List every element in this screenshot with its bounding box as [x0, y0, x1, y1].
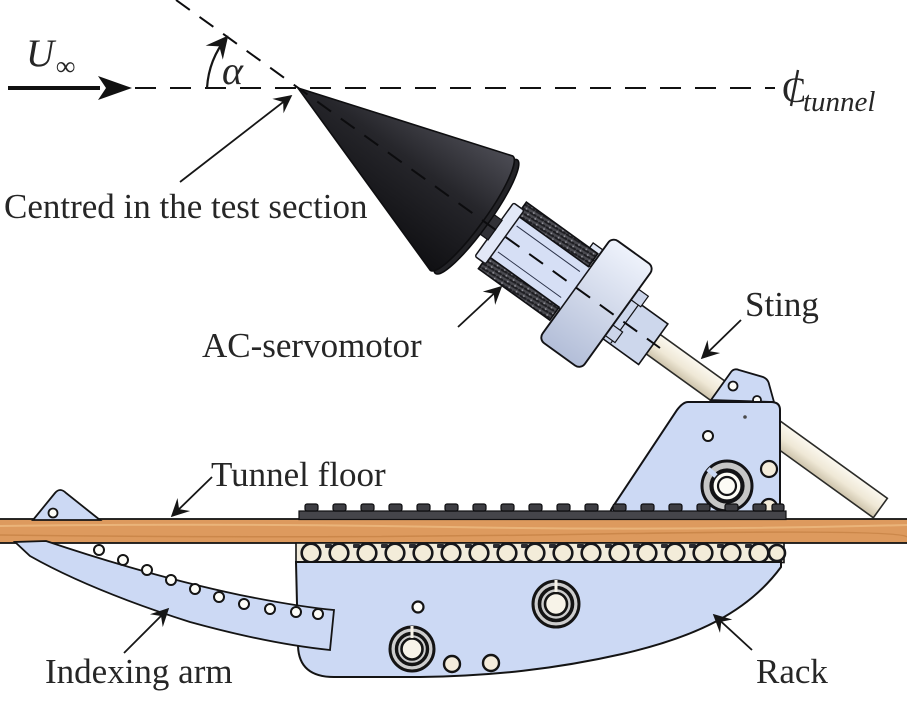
rack-upper-plate [609, 401, 781, 518]
indexing-arm [12, 540, 335, 651]
model-axis-centerline [175, 0, 661, 349]
rack-label: Rack [756, 652, 828, 691]
indexing-arm-holes [93, 544, 324, 620]
rack-lower-bearing-1 [531, 579, 581, 629]
tunnel-floor [0, 518, 907, 544]
centred-note-label: Centred in the test section [4, 187, 368, 226]
bearing-notch [706, 467, 718, 478]
leader-arrows [123, 94, 753, 654]
servomotor-seam-top [516, 225, 581, 272]
sting-leader-arrow [700, 319, 742, 360]
rack-lower-small-hole [411, 600, 425, 614]
rack-upper-dot [743, 415, 747, 419]
rack-rollers [300, 542, 787, 564]
rack-leader-arrow [712, 613, 753, 651]
flow-arrow-head [98, 76, 132, 100]
model-assembly [297, 87, 889, 519]
bracket-hole-1 [727, 380, 739, 392]
rack-top-rail-bolts [304, 503, 785, 512]
indexing-arm-tip-hole [47, 507, 59, 519]
rack-upper-hole-1 [759, 459, 779, 479]
indexing-arm-leader-arrow [123, 607, 170, 654]
rack-lower-bearing-2 [388, 625, 436, 673]
servomotor-label: AC-servomotor [202, 326, 422, 365]
tunnel-floor-leader-arrow [170, 476, 213, 518]
centerline-symbol-stroke [789, 69, 800, 107]
rack-top-rail [298, 510, 787, 521]
rack-upper-small-hole [702, 430, 714, 442]
sting-label: Sting [745, 285, 819, 324]
freestream-velocity-label: U∞ [26, 32, 75, 81]
centerline-subscript: tunnel [803, 86, 876, 118]
servomotor-seam-bottom [497, 251, 562, 298]
sting-bracket [709, 368, 776, 403]
rack-roller-speckles [325, 544, 752, 548]
rack-lower-hole-1 [442, 654, 462, 674]
floor-wood-grain-dark [0, 531, 907, 538]
rack-lower-hole-2 [481, 653, 501, 673]
rack-upper-bearing [700, 459, 754, 513]
servomotor-leader-arrow [457, 285, 503, 328]
floor-wood-grain-light [0, 523, 907, 530]
indexing-arm-tip [31, 489, 103, 521]
tunnel-centerline-label: C tunnel [782, 69, 876, 118]
tunnel-floor-label: Tunnel floor [211, 455, 386, 494]
angle-of-attack-label: α [222, 48, 244, 93]
indexing-arm-label: Indexing arm [45, 652, 233, 691]
alpha-angle-arc [205, 35, 229, 89]
centred-leader-arrow [179, 94, 293, 183]
